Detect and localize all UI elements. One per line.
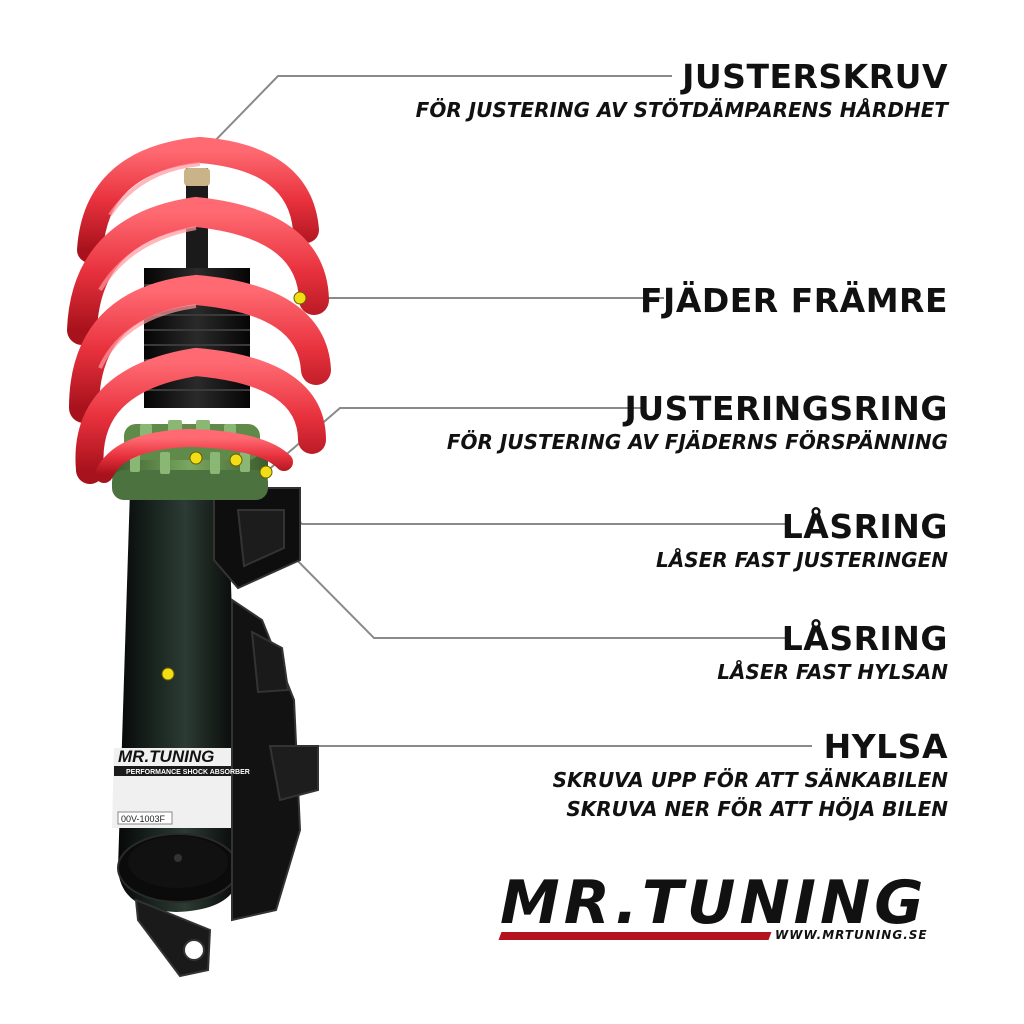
sway-bar-bracket	[213, 487, 301, 590]
shock-part-number: 00V-1003F	[121, 814, 166, 824]
callout-justeringsring: JUSTERINGSRING FÖR JUSTERING AV FJÄDERNS…	[447, 390, 948, 457]
marker-lock-ring-1	[229, 453, 243, 467]
callout-subtitle: SKRUVA NER FÖR ATT HÖJA BILEN	[566, 797, 948, 821]
callout-markers	[161, 291, 307, 681]
callout-subtitle: LÅSER FAST JUSTERINGEN	[655, 548, 948, 572]
callout-subtitle: FÖR JUSTERING AV FJÄDERNS FÖRSPÄNNING	[446, 430, 948, 454]
callout-lasring-justeringen: LÅSRING LÅSER FAST JUSTERINGEN	[656, 508, 948, 575]
marker-sleeve	[161, 667, 175, 681]
callout-title: JUSTERINGSRING	[624, 389, 948, 428]
callout-title: FJÄDER FRÄMRE	[640, 281, 948, 320]
brand-logo-text: MR.TUNING	[500, 868, 928, 938]
brand-logo-url: WWW.MRTUNING.SE	[775, 928, 928, 942]
shock-brand-text: MR.TUNING	[118, 747, 214, 766]
callout-subtitle: LÅSER FAST HYLSAN	[717, 660, 948, 684]
brand-logo-bar	[498, 932, 772, 940]
callout-justerskruv: JUSTERSKRUV FÖR JUSTERING AV STÖTDÄMPARE…	[416, 58, 948, 125]
shock-band-text: PERFORMANCE SHOCK ABSORBER	[126, 769, 250, 776]
callout-title: JUSTERSKRUV	[682, 57, 948, 96]
front-spring	[67, 136, 331, 484]
marker-lock-ring-2	[189, 451, 203, 465]
callout-hylsa: HYLSA SKRUVA UPP FÖR ATT SÄNKABILEN SKRU…	[553, 728, 948, 824]
marker-spring	[293, 291, 307, 305]
adjuster-screw-icon	[184, 168, 210, 186]
knuckle-bracket	[134, 598, 319, 978]
callout-title: HYLSA	[823, 727, 948, 766]
callout-lasring-hylsan: LÅSRING LÅSER FAST HYLSAN	[717, 620, 948, 687]
callout-subtitle: FÖR JUSTERING AV STÖTDÄMPARENS HÅRDHET	[415, 98, 948, 122]
shock-sticker	[112, 748, 236, 828]
leader-justeringsring	[265, 407, 646, 473]
marker-adjuster-ring	[259, 465, 273, 479]
callout-title: LÅSRING	[781, 619, 948, 658]
callout-subtitle: SKRUVA UPP FÖR ATT SÄNKABILEN	[552, 768, 948, 792]
callout-title: LÅSRING	[781, 507, 948, 546]
callout-fjader-framre: FJÄDER FRÄMRE	[640, 282, 948, 320]
leader-justerskruv	[205, 75, 672, 151]
